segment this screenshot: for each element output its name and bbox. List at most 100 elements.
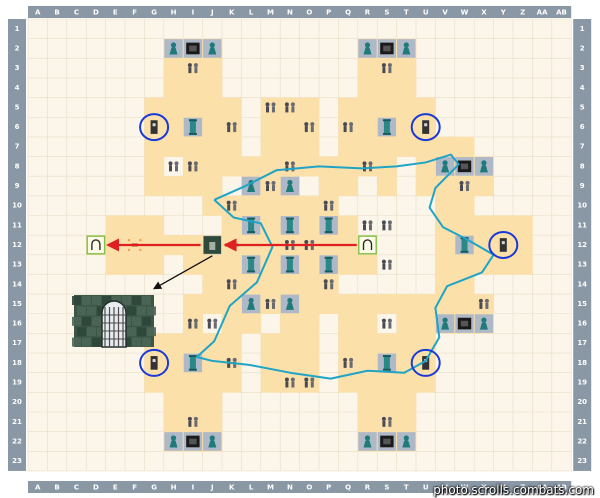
top-column-label: U: [423, 9, 429, 17]
floor-tile: [396, 294, 417, 315]
top-column-label: I: [192, 9, 195, 17]
top-column-label: Z: [520, 9, 525, 17]
floor-tile: [202, 156, 223, 177]
floor-tile: [202, 58, 223, 79]
floor-tile: [183, 156, 203, 177]
floor-tile: [396, 77, 417, 98]
left-row-label: 3: [15, 64, 20, 72]
monster-icon: [187, 63, 198, 74]
floor-tile: [377, 58, 397, 79]
top-column-label: Q: [345, 9, 351, 17]
floor-tile: [474, 176, 494, 197]
highlight-circle: [488, 230, 519, 259]
top-column-label: L: [249, 9, 254, 17]
floor-tile: [357, 156, 378, 177]
chest-icon: [455, 314, 474, 333]
floor-tile: [183, 136, 203, 157]
floor-tile: [183, 176, 203, 197]
floor-tile: [163, 353, 184, 373]
top-column-label: S: [384, 9, 389, 17]
floor-tile: [280, 156, 300, 177]
guard-icon: [164, 432, 183, 451]
floor-tile: [357, 136, 378, 157]
top-column-label: H: [171, 9, 177, 17]
bottom-column-label: U: [423, 484, 429, 492]
floor-tile: [357, 294, 378, 315]
bottom-column-label: B: [54, 484, 59, 492]
floor-tile: [163, 97, 184, 118]
floor-tile: [183, 333, 203, 354]
bottom-column-label: W: [461, 484, 469, 492]
floor-tile: [280, 97, 300, 118]
floor-tile: [396, 333, 417, 354]
floor-tile: [163, 136, 184, 157]
floor-tile: [241, 195, 262, 216]
monster-icon: [187, 318, 198, 329]
monster-icon: [362, 220, 373, 231]
right-row-label: 10: [577, 202, 587, 210]
left-row-label: 2: [15, 44, 20, 52]
floor-tile: [474, 235, 494, 256]
floor-tile: [396, 372, 417, 393]
guard-icon: [203, 432, 222, 451]
floor-tile: [299, 117, 320, 138]
floor-tile: [357, 333, 378, 354]
left-row-label: 9: [15, 182, 20, 190]
floor-tile: [435, 254, 456, 275]
floor-tile: [280, 117, 300, 138]
floor-tile: [280, 333, 300, 354]
gate-preview-picture: [72, 295, 156, 348]
floor-tile: [338, 176, 359, 197]
floor-tile: [280, 313, 300, 334]
boundary-outline: [195, 153, 495, 380]
bottom-column-label: K: [229, 484, 235, 492]
right-row-label: 17: [577, 339, 587, 347]
floor-tile: [396, 392, 417, 413]
floor-tile: [454, 254, 475, 275]
floor-tile: [474, 254, 494, 275]
floor-tile: [299, 215, 320, 236]
floor-tile: [222, 254, 242, 275]
top-column-label: B: [54, 9, 59, 17]
left-row-label: 5: [15, 103, 20, 111]
monster-icon: [381, 416, 392, 427]
right-row-label: 19: [577, 379, 587, 387]
watermark: photo.scrolls.combats.com: [433, 483, 594, 497]
floor-tile: [513, 254, 533, 275]
monster-icon: [265, 102, 276, 113]
floor-tile: [396, 97, 417, 118]
top-column-label: M: [267, 9, 274, 17]
floor-tile: [357, 77, 378, 98]
coordinate-labels: AABBCCDDEEFFGGHHIIJJKKLLMMNNOOPPQQRRSSTT…: [8, 6, 592, 493]
bottom-column-label: P: [326, 484, 331, 492]
left-row-label: 1: [15, 25, 20, 33]
floor-tile: [377, 77, 397, 98]
floor-tile: [222, 195, 242, 216]
floor-tile: [144, 254, 165, 275]
right-row-label: 13: [577, 261, 587, 269]
top-column-label: T: [404, 9, 409, 17]
floor-tile: [493, 215, 514, 236]
floor-tile: [454, 176, 475, 197]
left-row-label: 6: [15, 123, 20, 131]
monster-icon: [304, 239, 315, 250]
top-column-label: E: [113, 9, 118, 17]
floor-tile: [338, 215, 359, 236]
floor-tile: [299, 97, 320, 118]
floor-tile: [319, 195, 339, 216]
bottom-column-label: A: [35, 484, 41, 492]
left-row-label: 12: [12, 241, 22, 249]
floor-tile: [183, 372, 203, 393]
left-row-label: 18: [12, 359, 22, 367]
floor-tile: [222, 117, 242, 138]
guard-icon: [474, 314, 494, 333]
floor-tile: [105, 215, 126, 236]
floor-tile: [260, 372, 281, 393]
exit-icon: [358, 235, 377, 255]
guard-icon: [474, 157, 494, 176]
floor-tile: [416, 313, 436, 334]
floor-tile: [357, 372, 378, 393]
floor-tile: [222, 313, 242, 334]
right-row-label: 23: [577, 457, 587, 465]
floor-tile: [357, 117, 378, 138]
